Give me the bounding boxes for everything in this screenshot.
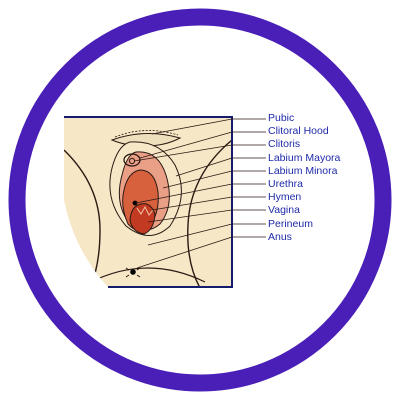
label-anus: Anus: [268, 230, 292, 243]
label-urethra: Urethra: [268, 177, 304, 190]
label-hymen: Hymen: [268, 191, 302, 204]
label-labium-mayora: Labium Mayora: [268, 151, 341, 164]
thigh-line-right: [187, 139, 232, 287]
hymen: [136, 205, 154, 216]
buttock-crease: [94, 267, 206, 283]
label-vagina: Vagina: [268, 204, 300, 217]
anatomy-labels: Pubic Clitoral Hood Clitoris Labium Mayo…: [268, 112, 340, 244]
urethra: [132, 200, 138, 206]
thigh-line-left: [64, 149, 101, 287]
anus: [125, 267, 141, 278]
vaginal-opening: [129, 203, 156, 235]
label-labium-minora: Labium Minora: [268, 164, 338, 177]
label-clitoris: Clitoris: [268, 138, 301, 151]
label-clitoral-hood: Clitoral Hood: [268, 125, 329, 138]
diagram-frame: [64, 116, 233, 288]
label-perineum: Perineum: [268, 217, 313, 230]
clitoris: [128, 157, 136, 165]
pubic-hair: [114, 130, 179, 138]
leader-lines: [133, 118, 266, 269]
label-pubic: Pubic: [268, 112, 295, 124]
